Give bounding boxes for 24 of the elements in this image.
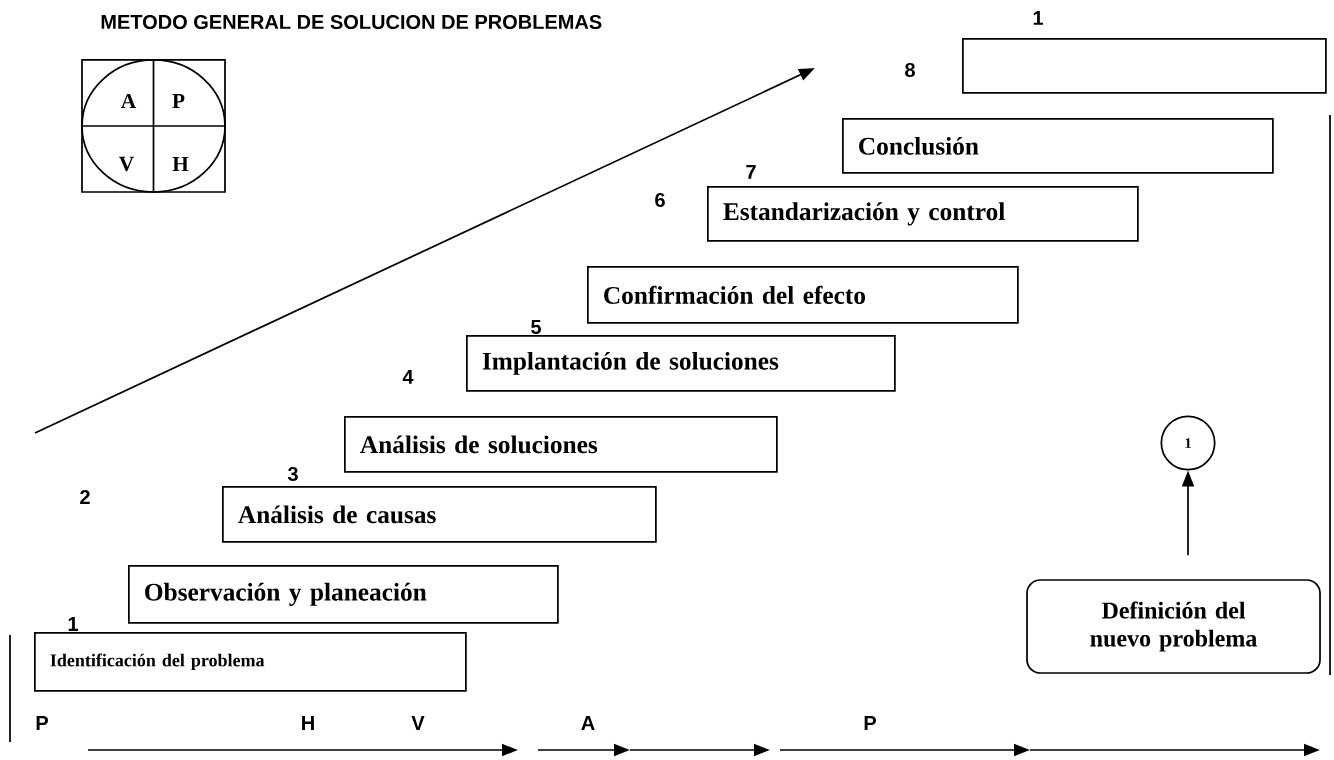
phase-letter: A	[581, 716, 595, 730]
step-box: Confirmación del efecto	[587, 266, 1019, 324]
phase-letter: P	[36, 716, 48, 730]
step-number: 5	[531, 320, 541, 334]
phase-letter: P	[864, 716, 876, 730]
step-number: 3	[287, 466, 298, 482]
pdca-drawing: A P V H	[80, 58, 227, 194]
phase-letter: V	[411, 716, 425, 730]
rounded-box: Definición del nuevo problema	[1026, 579, 1321, 674]
step-number: 6	[655, 192, 665, 208]
step-number: 2	[80, 490, 90, 504]
empty-box	[962, 38, 1327, 94]
step-box: Implantación de soluciones	[466, 335, 896, 392]
step-number: 1	[68, 617, 78, 631]
step-box: Estandarización y control	[707, 186, 1139, 242]
step-box: Análisis de causas	[222, 486, 657, 543]
phase-letter: H	[302, 716, 314, 730]
step-box: Análisis de soluciones	[344, 416, 778, 473]
step-number: 8	[905, 62, 915, 78]
step-box: Identificación del problema	[34, 632, 467, 692]
step-box: Observación y planeación	[128, 565, 559, 624]
title: METODO GENERAL DE SOLUCION DE PROBLEMAS	[101, 14, 602, 30]
step-box: Conclusión	[842, 118, 1274, 174]
step-number: 4	[402, 370, 414, 384]
